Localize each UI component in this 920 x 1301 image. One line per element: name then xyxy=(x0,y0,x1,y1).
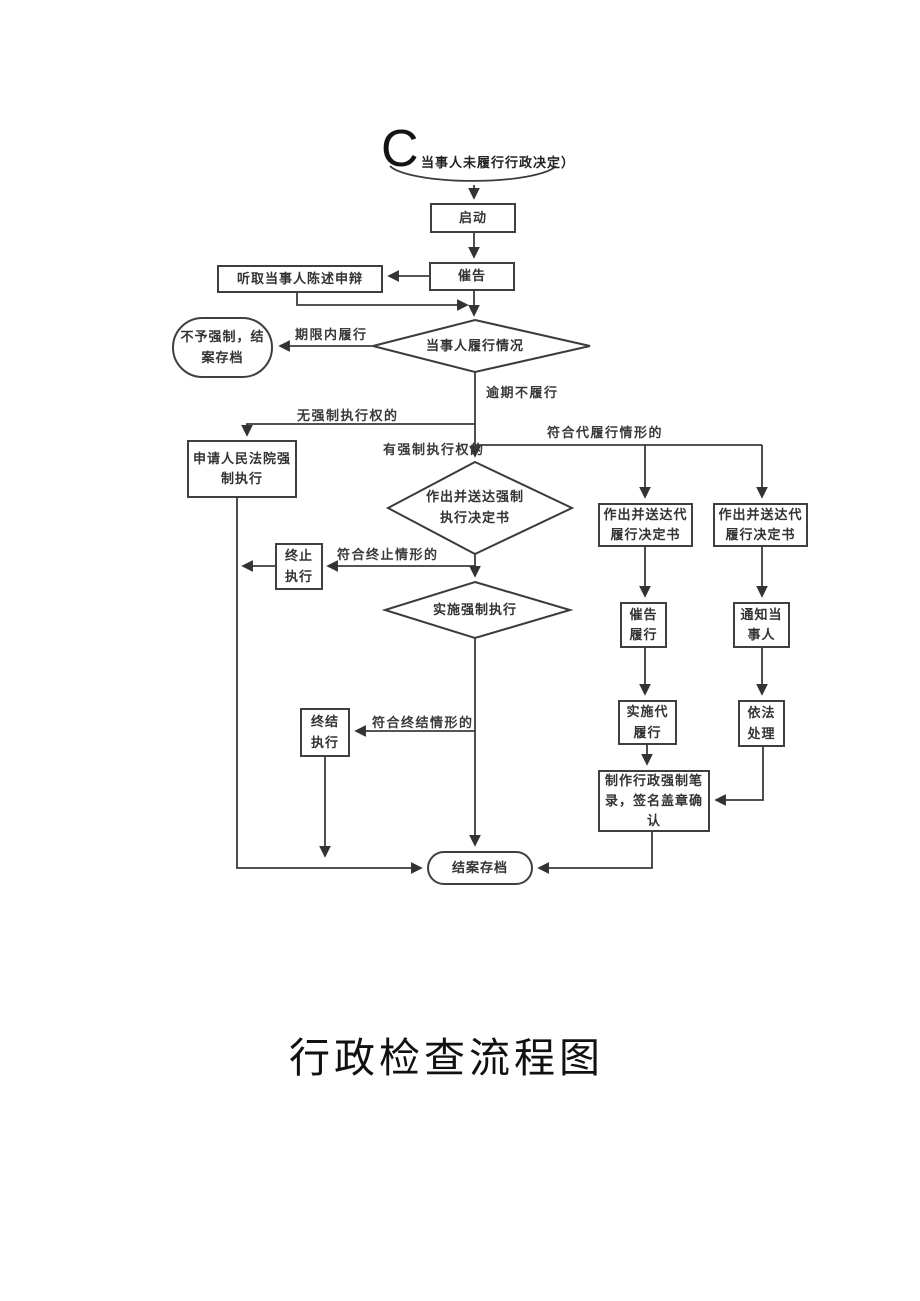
node-implement-substitute: 实施代 履行 xyxy=(618,700,677,745)
node-apply-court-enforcement: 申请人民法院强 制执行 xyxy=(187,440,297,498)
edge-label-has-enforcement-power: 有强制执行权的 xyxy=(383,442,485,457)
diamond-implement-enforcement xyxy=(381,580,574,640)
edge-label-conclude-condition: 符合终结情形的 xyxy=(372,715,474,730)
node-urge-performance: 催告 履行 xyxy=(620,602,667,648)
start-node-label: 当事人未履行行政决定） xyxy=(421,155,576,170)
start-ellipse-arc xyxy=(389,165,557,182)
node-terminate-enforcement: 终止 执行 xyxy=(275,543,323,590)
node-start-process: 启动 xyxy=(430,203,516,233)
node-conclude-enforcement: 终结 执行 xyxy=(300,708,350,757)
node-notify-party: 通知当 事人 xyxy=(733,602,790,648)
node-hear-statement: 听取当事人陈述申辩 xyxy=(217,265,383,293)
edge-label-substitute-performance: 符合代履行情形的 xyxy=(547,425,664,440)
node-substitute-decision-b: 作出并送达代 履行决定书 xyxy=(713,503,808,547)
flowchart-caption: 行政检查流程图 xyxy=(289,1035,604,1081)
edge-label-overdue: 逾期不履行 xyxy=(486,385,559,400)
start-ellipse-paren: C xyxy=(381,120,419,178)
node-make-record-sign: 制作行政强制笔 录，签名盖章确 认 xyxy=(598,770,710,832)
edge-label-within-deadline: 期限内履行 xyxy=(295,327,368,342)
node-handle-by-law: 依法 处理 xyxy=(738,700,785,747)
node-urge-notice: 催告 xyxy=(429,262,515,291)
node-substitute-decision-a: 作出并送达代 履行决定书 xyxy=(598,503,693,547)
edge-label-terminate-condition: 符合终止情形的 xyxy=(337,547,439,562)
diamond-performance-status xyxy=(372,318,591,374)
diamond-enforcement-decision xyxy=(385,460,575,556)
edge-label-no-enforcement-power: 无强制执行权的 xyxy=(297,408,399,423)
node-close-case-archive: 结案存档 xyxy=(427,851,533,885)
node-no-enforcement-archive: 不予强制，结 案存档 xyxy=(172,317,273,378)
